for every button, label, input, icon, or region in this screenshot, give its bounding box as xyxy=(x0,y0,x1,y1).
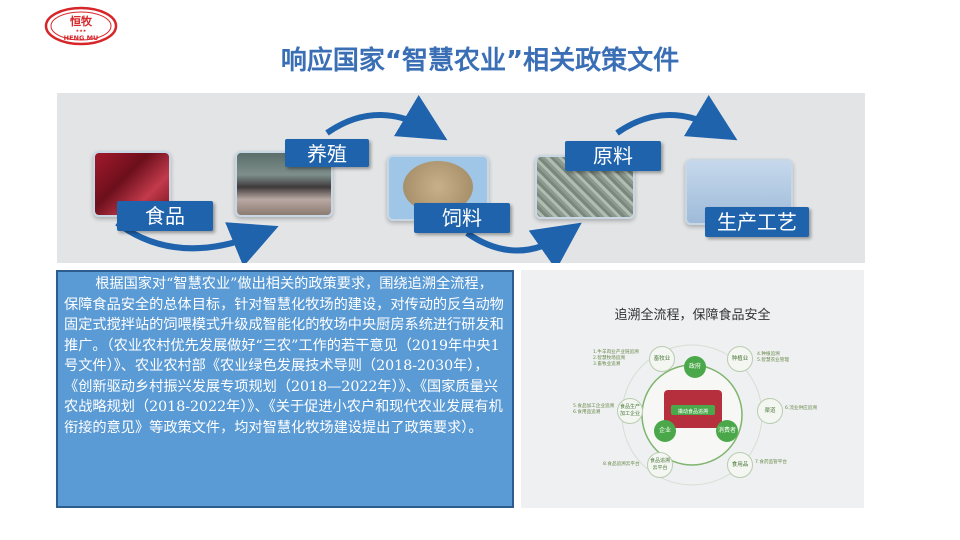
node-food-processing: 食品生产加工企业 xyxy=(617,398,643,424)
node-planting: 种植业 xyxy=(727,346,753,372)
notes-right: 6.流业供应追溯 xyxy=(785,406,817,411)
node-channel: 渠道 xyxy=(757,398,783,424)
step-label-production-process: 生产工艺 xyxy=(705,207,809,237)
process-flow-panel: 食品 养殖 饲料 原料 生产工艺 xyxy=(57,93,865,263)
diagram-title: 追溯全流程，保障食品安全 xyxy=(614,308,771,323)
step-label-food: 食品 xyxy=(117,201,213,231)
svg-text:★★★: ★★★ xyxy=(76,28,87,33)
svg-text:撬动食品追溯: 撬动食品追溯 xyxy=(678,408,708,415)
node-livestock: 畜牧业 xyxy=(649,346,675,372)
notes-bottom-right: 7.食药监管平台 xyxy=(755,460,787,465)
page-title: 响应国家“智慧农业”相关政策文件 xyxy=(280,46,680,76)
step-label-feed: 饲料 xyxy=(414,203,510,233)
node-government: 政府 xyxy=(684,356,706,378)
step-label-breeding: 养殖 xyxy=(285,139,369,167)
node-consumer: 消费者 xyxy=(716,420,738,442)
svg-text:HENG MU: HENG MU xyxy=(64,34,99,42)
diagram-rings: 撬动食品追溯 xyxy=(621,344,763,486)
notes-bottom-left: 8.食品追溯云平台 xyxy=(603,462,640,467)
company-logo: 恒牧 ★★★ HENG MU xyxy=(44,6,118,46)
cattle-barn-photo xyxy=(235,151,333,217)
traceability-diagram-panel: 追溯全流程，保障食品安全 撬动食品追溯 政府 企业 消费者 畜牧业 种植业 食品… xyxy=(521,270,864,508)
policy-text-panel: 根据国家对“智慧农业”做出相关的政策要求，围绕追溯全流程，保障食品安全的总体目标… xyxy=(56,270,514,508)
node-edible: 食用品 xyxy=(727,452,753,478)
step-label-raw-material: 原料 xyxy=(565,141,661,171)
svg-text:恒牧: 恒牧 xyxy=(70,14,93,28)
node-enterprise: 企业 xyxy=(654,420,676,442)
node-cloud-platform: 食品追溯云平台 xyxy=(647,452,673,478)
flow-arrows xyxy=(115,94,738,263)
